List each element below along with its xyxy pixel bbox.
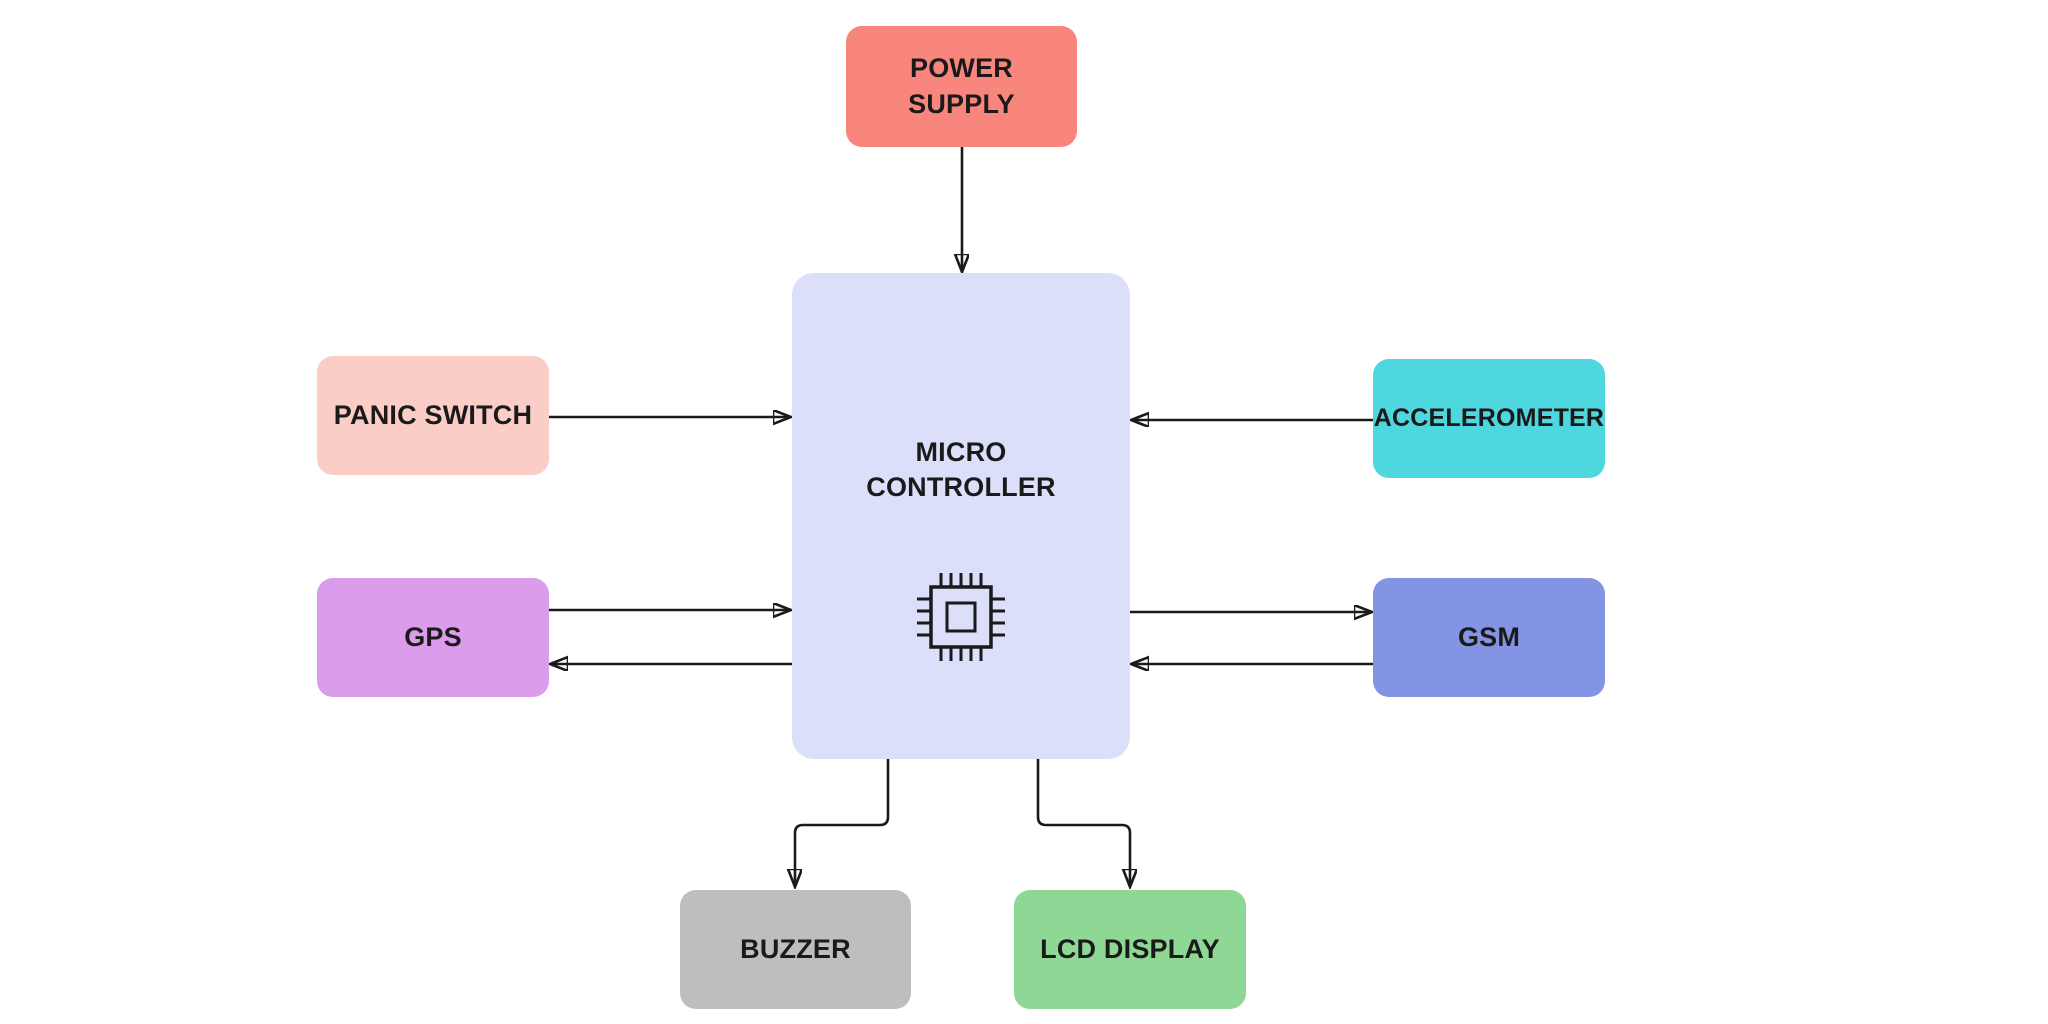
connector-mcu-to-lcd — [1036, 759, 1130, 886]
node-lcd-display: LCD DISPLAY — [1014, 890, 1246, 1009]
node-accelerometer: ACCELEROMETER — [1373, 359, 1605, 478]
node-panic-switch: PANIC SWITCH — [317, 356, 549, 475]
node-gsm-label: GSM — [1457, 621, 1521, 652]
node-buzzer: BUZZER — [680, 890, 911, 1009]
node-lcd-display-label: LCD DISPLAY — [1040, 933, 1220, 964]
node-accelerometer-label: ACCELEROMETER — [1373, 404, 1605, 433]
node-gps: GPS — [317, 578, 549, 697]
node-micro-controller-label: MICRO CONTROLLER — [866, 437, 1056, 503]
node-panic-switch-label: PANIC SWITCH — [333, 399, 533, 430]
connector-mcu-to-buzzer — [795, 759, 890, 886]
node-buzzer-label: BUZZER — [740, 933, 851, 964]
node-micro-controller: MICRO CONTROLLER — [792, 273, 1130, 759]
chip-icon — [917, 573, 1005, 662]
node-power-supply-label: POWER SUPPLY — [908, 53, 1015, 119]
node-gps-label: GPS — [404, 621, 462, 652]
node-gsm: GSM — [1373, 578, 1605, 697]
node-power-supply: POWER SUPPLY — [846, 26, 1077, 147]
